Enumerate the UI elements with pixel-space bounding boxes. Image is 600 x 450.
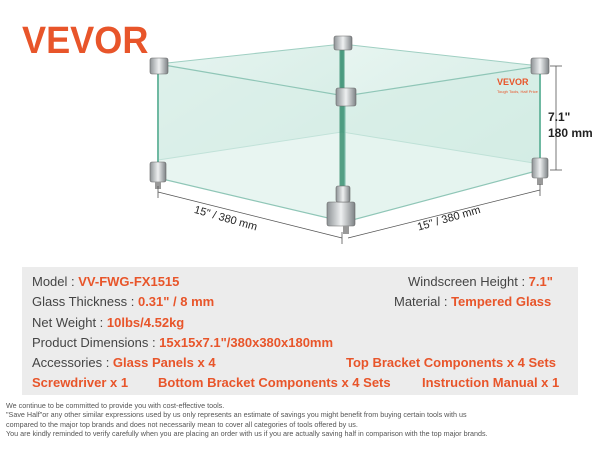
- top-bracket-right: [530, 57, 550, 75]
- bottom-bracket-right: [531, 157, 549, 179]
- spec-row-accessories-2: Screwdriver x 1 Bottom Bracket Component…: [22, 373, 578, 393]
- material-label: Material :: [394, 294, 452, 309]
- disclaimer-line: "Save Half"or any other similar expressi…: [6, 410, 467, 420]
- height-dimension-inches: 7.1": [548, 110, 571, 124]
- spec-row-weight: Net Weight : 10lbs/4.52kg: [22, 313, 578, 333]
- spec-row-accessories: Accessories : Glass Panels x 4 Top Brack…: [22, 353, 578, 373]
- spec-row-thickness: Glass Thickness : 0.31" / 8 mm Material …: [22, 292, 578, 312]
- windscreen-value: 7.1": [528, 274, 553, 289]
- weight-label: Net Weight :: [32, 315, 107, 330]
- dimensions-label: Product Dimensions :: [32, 335, 160, 350]
- bottom-bracket-back: [335, 185, 351, 203]
- disclaimer-line: compared to the major top brands and doe…: [6, 419, 358, 429]
- mini-tagline: Tough Tools, Half Price: [497, 89, 539, 94]
- brand-logo: VEVOR: [22, 20, 149, 62]
- top-bracket-back: [333, 35, 353, 51]
- disclaimer-line: You are kindly reminded to verify carefu…: [6, 429, 488, 439]
- dimensions-value: 15x15x7.1"/380x380x180mm: [159, 335, 334, 350]
- accessories-label: Accessories :: [32, 355, 113, 370]
- disclaimer-line: We continue to be committed to provide y…: [6, 401, 225, 410]
- bottom-bracket-left: [149, 161, 167, 183]
- material-value: Tempered Glass: [451, 294, 552, 309]
- accessory-top-brackets: Top Bracket Components x 4 Sets: [346, 355, 556, 370]
- dimension-lines: [157, 65, 562, 244]
- model-label: Model :: [32, 274, 79, 289]
- spec-panel: Model : VV-FWG-FX1515 Windscreen Height …: [22, 267, 578, 395]
- spec-row-model: Model : VV-FWG-FX1515 Windscreen Height …: [22, 272, 578, 292]
- top-bracket-left: [149, 57, 169, 75]
- spec-row-dimensions: Product Dimensions : 15x15x7.1"/380x380x…: [22, 333, 578, 353]
- disclaimer: We continue to be committed to provide y…: [6, 401, 596, 439]
- mini-logo: VEVOR: [497, 77, 529, 87]
- thickness-label: Glass Thickness :: [32, 294, 138, 309]
- height-dimension-mm: 180 mm: [548, 126, 593, 140]
- accessory-bottom-brackets: Bottom Bracket Components x 4 Sets: [158, 375, 391, 390]
- windscreen-label: Windscreen Height :: [408, 274, 529, 289]
- weight-value: 10lbs/4.52kg: [106, 315, 185, 330]
- thickness-value: 0.31" / 8 mm: [137, 294, 215, 309]
- product-illustration: VEVOR Tough Tools, Half Price: [149, 35, 562, 244]
- model-value: VV-FWG-FX1515: [78, 274, 180, 289]
- top-bracket-front: [335, 87, 357, 107]
- bottom-bracket-front: [326, 201, 356, 227]
- accessory-instruction-manual: Instruction Manual x 1: [422, 375, 560, 390]
- accessory-screwdriver: Screwdriver x 1: [32, 375, 129, 390]
- accessory-glass-panels: Glass Panels x 4: [112, 355, 216, 370]
